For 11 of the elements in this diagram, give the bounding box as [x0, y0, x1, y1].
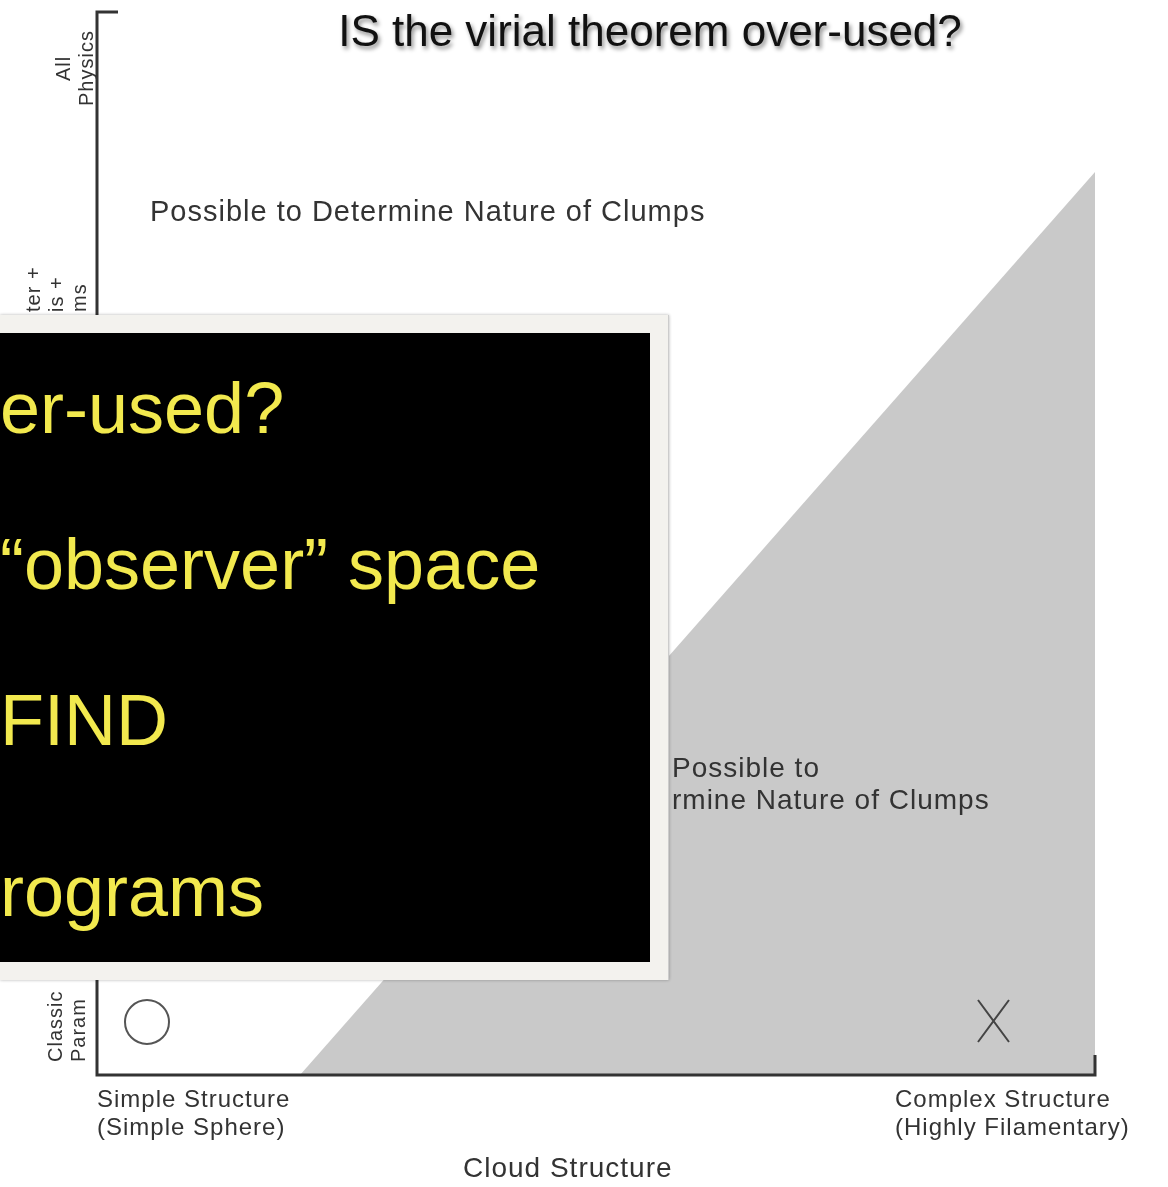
region-label: Possible to Determine Nature of Clumps	[150, 195, 707, 229]
axis-label: Classic Param	[44, 990, 90, 1062]
region-label: Possible to	[672, 752, 820, 785]
axis-label: All Physics	[52, 29, 98, 108]
region-label: rmine Nature of Clumps	[672, 784, 990, 817]
axis-label: ter + is + ms	[22, 265, 91, 312]
axis-title: Cloud Structure	[463, 1152, 673, 1185]
slide-text: er-used?	[0, 372, 285, 444]
axis-tick-label: Simple Structure (Simple Sphere)	[97, 1085, 292, 1141]
axis-tick-label: Complex Structure (Highly Filamentary)	[895, 1085, 1131, 1141]
slide-text: FIND	[0, 684, 168, 756]
